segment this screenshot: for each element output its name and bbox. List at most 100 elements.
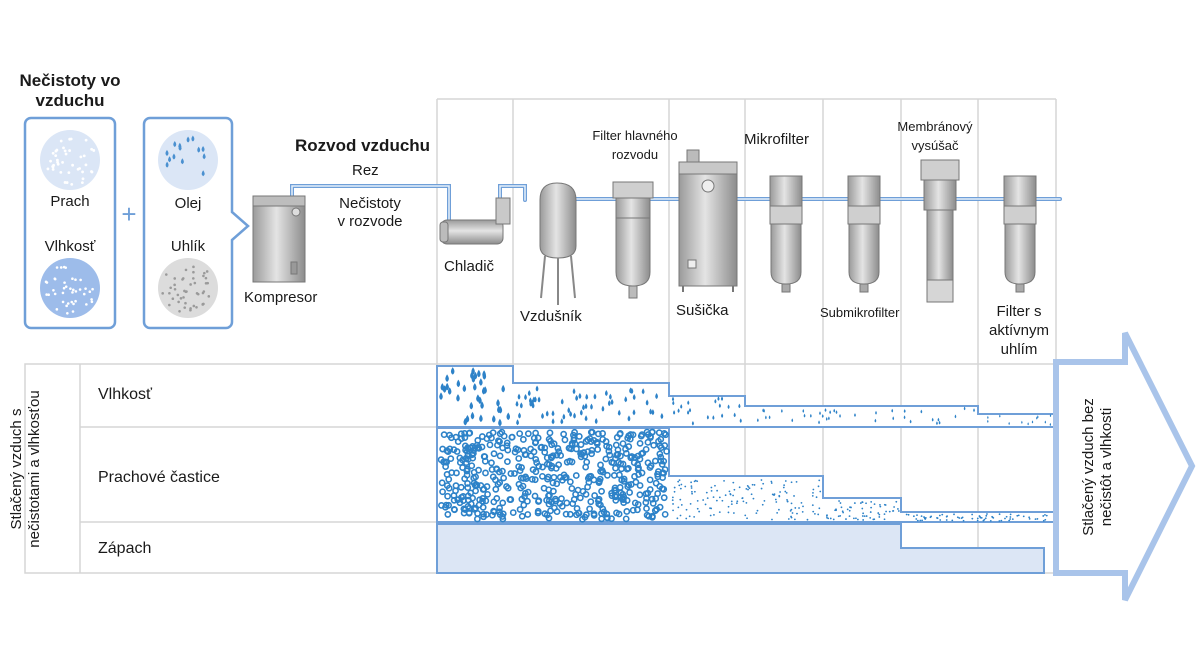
fine-particle (976, 519, 979, 522)
moisture-drop (463, 417, 468, 426)
fine-particle (800, 501, 803, 504)
carbon-dot (179, 297, 183, 300)
fine-particle (814, 512, 816, 515)
fine-particle (691, 490, 693, 493)
fine-particle (672, 503, 674, 505)
dust-particle (626, 489, 634, 496)
moisture-drop (954, 414, 957, 419)
fine-particle (685, 508, 688, 511)
oil-drop (180, 158, 184, 165)
carbon-dot (181, 277, 185, 280)
moisture-drop (562, 413, 566, 420)
moisture-drop (575, 394, 579, 401)
moisture-drop (524, 393, 527, 400)
dust-dot (81, 170, 84, 174)
moisture-drop (909, 419, 912, 424)
dust-particle (570, 436, 578, 444)
moisture-dot (66, 302, 70, 305)
moisture-drop (572, 388, 576, 395)
clean-air-arrow (1053, 331, 1196, 602)
dust-particle (576, 494, 584, 502)
fine-particle (791, 512, 794, 514)
dust-particle (454, 496, 462, 504)
dust-particle (635, 464, 642, 472)
fine-particle (984, 517, 987, 520)
dust-particle (579, 487, 587, 495)
dust-particle (642, 490, 650, 498)
carbon-dot (203, 271, 206, 275)
dust-particle (566, 510, 574, 518)
moisture-drop (516, 419, 519, 426)
moisture-drop (1049, 414, 1052, 418)
dust-dot (90, 170, 94, 174)
fine-particle (786, 500, 789, 503)
moisture-dot (74, 299, 77, 303)
moisture-drop (439, 392, 443, 400)
moisture-drop (824, 408, 827, 412)
carbon-filter-label-line3: uhlím (1000, 341, 1038, 358)
dust-particle (468, 462, 476, 470)
carbon-dot (195, 305, 198, 309)
dust-particle (496, 479, 504, 487)
dust-particle (508, 433, 516, 441)
fine-particle (727, 505, 730, 508)
moisture-drop (590, 403, 593, 410)
dust-particle (490, 450, 498, 458)
dust-particle (533, 459, 541, 466)
fine-particle (756, 509, 759, 512)
moisture-dot (85, 303, 88, 306)
moisture-drop (687, 410, 690, 415)
fine-particle (690, 485, 693, 488)
moisture-drop (645, 399, 649, 406)
dust-particle (490, 498, 498, 506)
dust-particle (616, 484, 624, 491)
dust-dot (67, 171, 71, 175)
carbon-dot (161, 292, 164, 295)
dust-particle (506, 496, 514, 503)
moisture-dot (74, 290, 78, 293)
moisture-dot (47, 293, 50, 297)
fine-particle (751, 483, 754, 486)
moisture-drop (756, 418, 759, 423)
fine-particle (742, 500, 745, 503)
fine-particle (862, 512, 865, 515)
dust-particle (465, 496, 472, 504)
oil-drop (165, 161, 169, 168)
fine-particle (819, 490, 822, 493)
fine-particle (1017, 514, 1020, 517)
moisture-dot (61, 300, 65, 304)
fine-particle (718, 511, 721, 514)
moisture-dot (65, 304, 68, 308)
carbon-dot (169, 286, 172, 290)
dust-particle (518, 512, 526, 520)
dust-particle (504, 446, 512, 454)
dust-particle (643, 511, 651, 519)
fine-particle (839, 502, 842, 504)
moisture-drop (1021, 420, 1023, 424)
dust-particle (496, 511, 504, 519)
dust-particle (499, 467, 506, 475)
dust-particle (624, 464, 632, 472)
moisture-drop (479, 414, 483, 423)
fine-particle (690, 481, 693, 484)
dust-particle (480, 453, 488, 460)
dust-particle (611, 492, 619, 500)
moisture-drop (825, 417, 828, 421)
dust-particle (646, 486, 654, 493)
moisture-drop (492, 415, 496, 423)
dust-particle (598, 487, 605, 495)
dust-particle (456, 454, 464, 462)
result-label-line1: Stlačený vzduch bez (1080, 398, 1097, 536)
moisture-drop (875, 410, 877, 415)
moisture-drop (688, 407, 692, 413)
dust-particle (626, 435, 634, 443)
dust-particle (545, 497, 553, 505)
dust-particle (548, 441, 556, 449)
dust-particle (583, 511, 590, 519)
moisture-drop (874, 418, 877, 423)
carbon-dot (204, 276, 208, 280)
result-label-line2: nečistôt a vlhkosti (1098, 407, 1115, 527)
dust-dot (68, 149, 71, 152)
oil-drop (201, 145, 205, 152)
fine-particle (923, 516, 925, 518)
